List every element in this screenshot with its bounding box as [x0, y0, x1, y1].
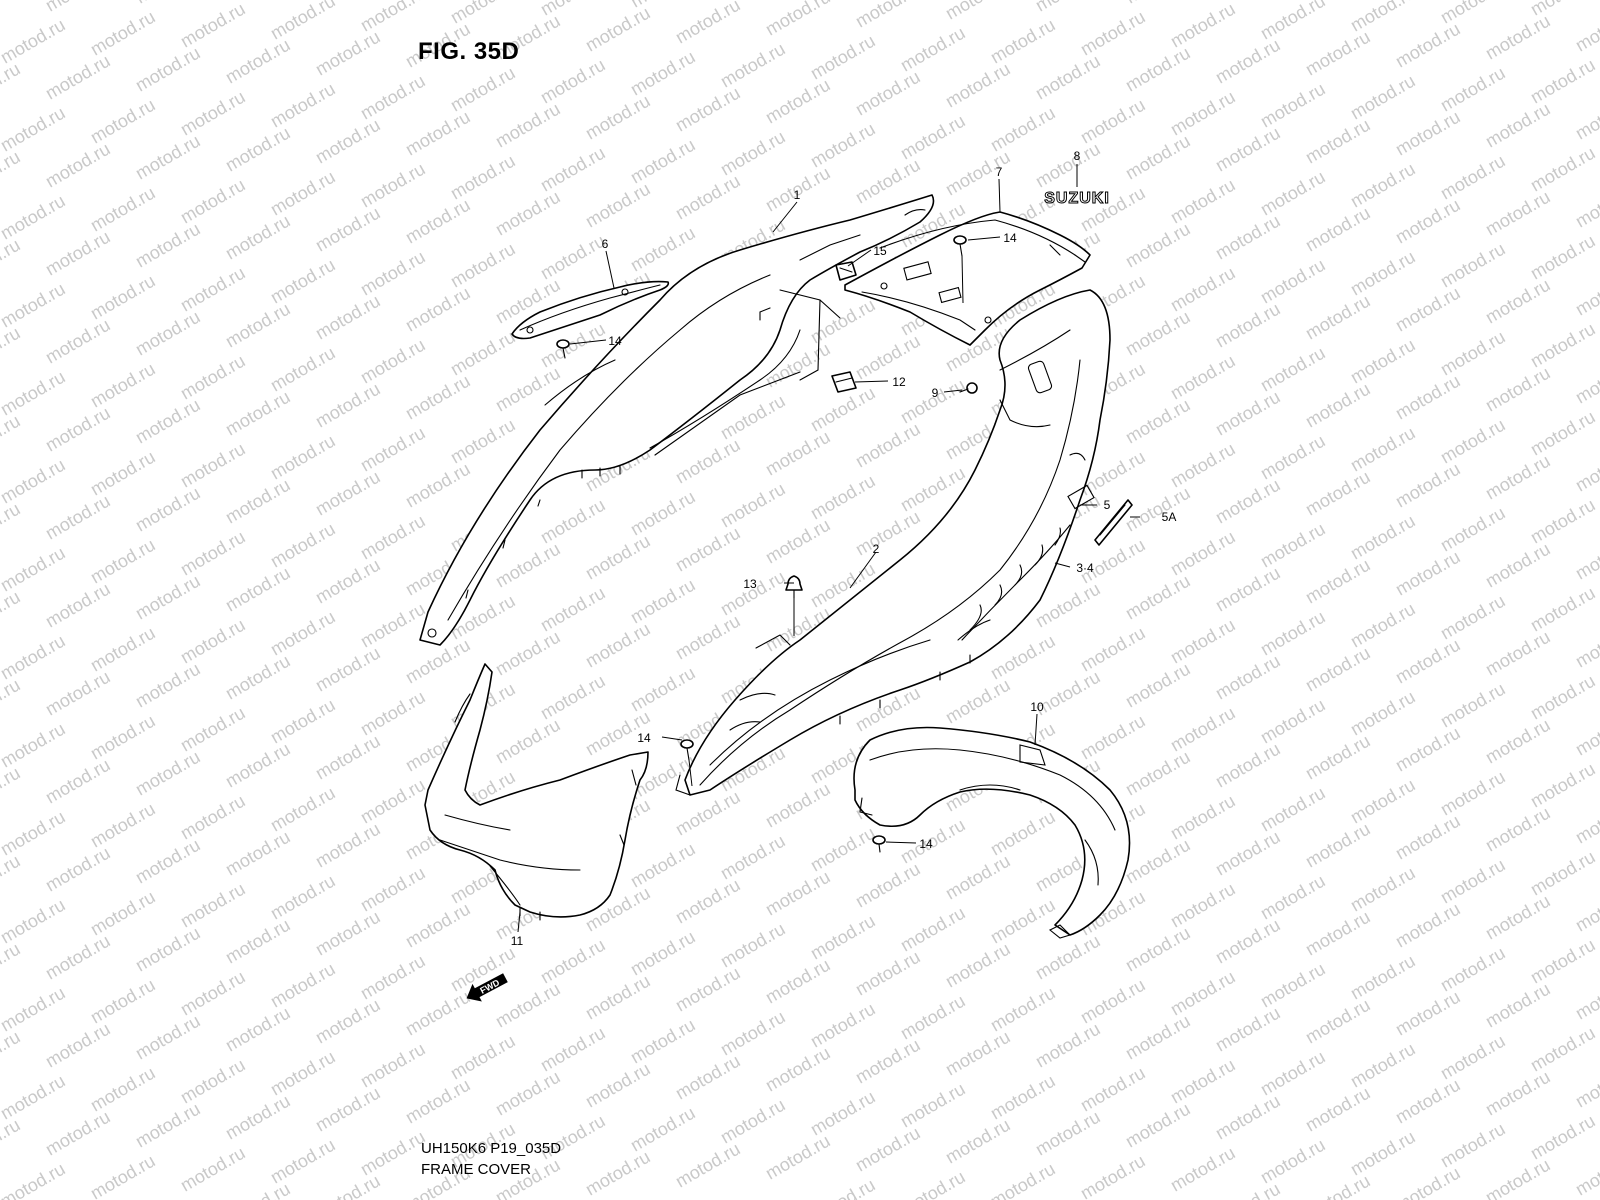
part-14-screw-lower-middle[interactable]: [680, 739, 694, 761]
callout-6: 6: [602, 237, 609, 251]
callout-15: 15: [873, 244, 887, 258]
part-14-screw-lower-right[interactable]: [872, 835, 886, 853]
part-7-rear-upper-cover[interactable]: [844, 211, 1091, 346]
callout-10: 10: [1030, 700, 1044, 714]
callout-3-4: 3·4: [1076, 561, 1094, 575]
callout-labels: 1 2 3·4 5 5A 6 7 8 9 10 11 12 13 14 14 1…: [511, 149, 1177, 948]
part-8-suzuki-emblem[interactable]: SUZUKI: [1044, 190, 1110, 208]
leader-lines: [517, 164, 1140, 933]
callout-14-left: 14: [608, 334, 622, 348]
callout-8: 8: [1074, 149, 1081, 163]
suzuki-emblem-text: SUZUKI: [1044, 190, 1110, 207]
callout-11: 11: [511, 934, 524, 948]
callout-9: 9: [932, 386, 939, 400]
part-2-frame-cover-lower[interactable]: [675, 289, 1111, 796]
part-6-side-molding[interactable]: [511, 280, 670, 340]
part-9-screw[interactable]: [959, 382, 978, 394]
callout-13: 13: [743, 577, 757, 591]
part-10-rear-inner-cover[interactable]: [853, 726, 1131, 939]
part-1-frame-cover-upper[interactable]: [419, 194, 935, 646]
callout-14-lower-middle: 14: [637, 731, 651, 745]
part-13-grommet[interactable]: [785, 575, 803, 599]
callout-2: 2: [873, 542, 880, 556]
part-15-clip[interactable]: [835, 261, 857, 281]
callout-14-lower-right: 14: [919, 837, 933, 851]
part-5a-emblem[interactable]: [1094, 499, 1133, 546]
callout-1: 1: [794, 188, 801, 202]
callout-7: 7: [996, 165, 1003, 179]
figure-title: FIG. 35D: [418, 38, 520, 65]
callout-12: 12: [892, 375, 906, 389]
part-12-clip[interactable]: [831, 371, 857, 393]
callout-14-upper-right: 14: [1003, 231, 1017, 245]
footer-diagram-name: FRAME COVER: [421, 1161, 532, 1178]
fwd-arrow-icon: FWD: [466, 973, 508, 1002]
callout-5a: 5A: [1162, 510, 1177, 524]
footer-diagram-code: UH150K6 P19_035D: [421, 1140, 562, 1157]
part-14-screw-left[interactable]: [556, 339, 570, 359]
part-14-screw-upper-right[interactable]: [953, 235, 967, 257]
callout-5: 5: [1104, 498, 1111, 512]
part-11-front-lower-panel[interactable]: [424, 663, 649, 921]
